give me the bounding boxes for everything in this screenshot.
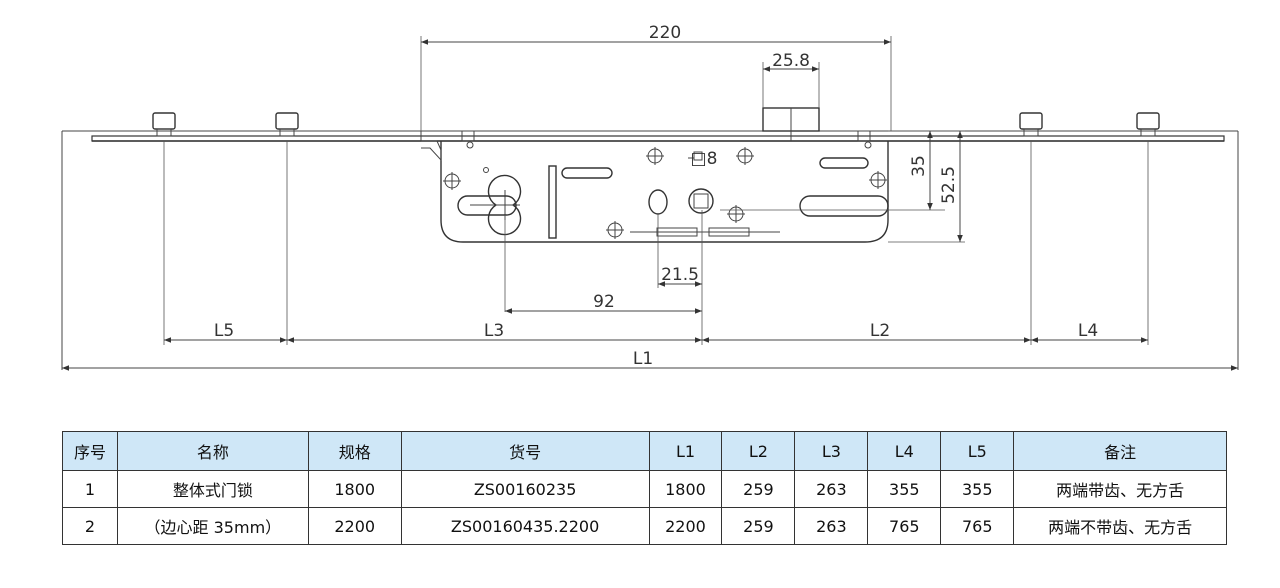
cell-name: （边心距 35mm） (116, 507, 309, 545)
dimension-labels: 220 25.8 □8 92 21.5 L5 L3 L2 L4 L1 35 52… (214, 23, 1098, 369)
header-note: 备注 (1013, 431, 1227, 471)
header-l3: L3 (794, 431, 869, 471)
cell-no: 2 (62, 507, 118, 545)
cell-name: 整体式门锁 (116, 470, 309, 508)
cell-l2: 259 (721, 507, 796, 545)
header-l2: L2 (721, 431, 796, 471)
lock-technical-drawing: 220 25.8 □8 92 21.5 L5 L3 L2 L4 L1 35 52… (61, 23, 1239, 371)
header-l1: L1 (648, 431, 723, 471)
cell-code: ZS00160235 (400, 470, 650, 508)
dim-25-8: 25.8 (772, 51, 810, 71)
cell-l5: 355 (940, 470, 1015, 508)
cell-l2: 259 (721, 470, 796, 508)
spec-table: 序号 名称 规格 货号 L1 L2 L3 L4 L5 备注 1 整体式门锁 18… (62, 431, 1227, 545)
header-spec: 规格 (307, 431, 402, 471)
lock-body (420, 107, 889, 243)
table-row: 1 整体式门锁 1800 ZS00160235 1800 259 263 355… (62, 470, 1227, 508)
cell-spec: 1800 (307, 470, 402, 508)
cell-l5: 765 (940, 507, 1015, 545)
dim-35: 35 (909, 155, 929, 177)
cell-l4: 765 (867, 507, 942, 545)
cell-l4: 355 (867, 470, 942, 508)
table-header-row: 序号 名称 规格 货号 L1 L2 L3 L4 L5 备注 (62, 431, 1227, 471)
dim-L4: L4 (1078, 321, 1098, 341)
header-l5: L5 (940, 431, 1015, 471)
cell-code: ZS00160435.2200 (400, 507, 650, 545)
header-name: 名称 (116, 431, 309, 471)
rail (61, 130, 1239, 370)
cell-spec: 2200 (307, 507, 402, 545)
dim-L2: L2 (870, 321, 890, 341)
cell-l3: 263 (794, 470, 869, 508)
dimension-lines (62, 39, 1238, 371)
dim-L1: L1 (633, 349, 653, 369)
dim-92: 92 (593, 292, 615, 312)
extension-lines (163, 36, 1149, 345)
table-row: 2 （边心距 35mm） 2200 ZS00160435.2200 2200 2… (62, 507, 1227, 545)
cell-note: 两端不带齿、无方舌 (1013, 507, 1227, 545)
dim-220: 220 (649, 23, 681, 43)
header-no: 序号 (62, 431, 118, 471)
cell-l1: 1800 (648, 470, 723, 508)
cell-l3: 263 (794, 507, 869, 545)
dim-L3: L3 (484, 321, 504, 341)
dim-L5: L5 (214, 321, 234, 341)
header-l4: L4 (867, 431, 942, 471)
screw-holes (443, 147, 887, 239)
cell-note: 两端带齿、无方舌 (1013, 470, 1227, 508)
header-code: 货号 (400, 431, 650, 471)
dim-square-8: □8 (691, 149, 718, 169)
cell-l1: 2200 (648, 507, 723, 545)
dim-21-5: 21.5 (661, 265, 699, 285)
rail-bolts (152, 112, 1160, 137)
dim-52-5: 52.5 (939, 166, 959, 204)
cell-no: 1 (62, 470, 118, 508)
